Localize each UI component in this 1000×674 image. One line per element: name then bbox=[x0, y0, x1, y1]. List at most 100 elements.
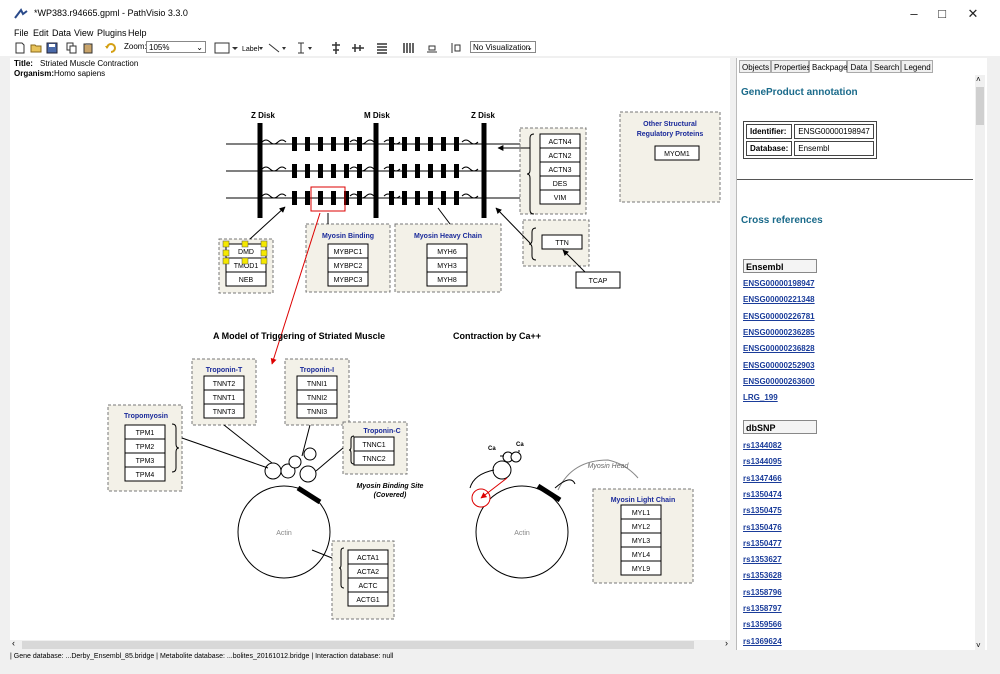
xref-link[interactable]: rs1353627 bbox=[743, 555, 782, 565]
ttn-group[interactable]: TTN bbox=[522, 219, 590, 267]
gene-label-tmod1: TMOD1 bbox=[234, 263, 259, 270]
xref-link[interactable]: ENSG00000252903 bbox=[743, 360, 815, 370]
gene-box-actg1[interactable] bbox=[347, 591, 389, 607]
myosin-bar bbox=[357, 164, 362, 178]
gene-box-tpm4[interactable] bbox=[124, 466, 166, 482]
gene-box-myh8[interactable] bbox=[426, 271, 468, 287]
horizontal-scrollbar[interactable]: ‹ › bbox=[10, 638, 730, 650]
visualization-value: No Visualization bbox=[473, 43, 531, 52]
xref-link[interactable]: ENSG00000236285 bbox=[743, 327, 815, 337]
xref-link[interactable]: ENSG00000263600 bbox=[743, 376, 815, 386]
menu-view[interactable]: View bbox=[74, 28, 94, 38]
vertical-scrollbar[interactable]: ˄ ˅ bbox=[975, 75, 985, 650]
tab-objects[interactable]: Objects bbox=[739, 60, 771, 73]
xref-link[interactable]: rs1344095 bbox=[743, 457, 782, 467]
stack-vertical-icon[interactable] bbox=[376, 42, 388, 54]
xref-link[interactable]: rs1353628 bbox=[743, 571, 782, 581]
save-icon[interactable] bbox=[46, 42, 58, 54]
xref-link[interactable]: rs1350475 bbox=[743, 506, 782, 516]
menu-data[interactable]: Data bbox=[52, 28, 72, 38]
line-tool-icon[interactable] bbox=[268, 42, 288, 54]
gene-box-tcap[interactable] bbox=[575, 271, 621, 289]
gene-box-myl9[interactable] bbox=[620, 560, 662, 576]
gene-box-vim[interactable] bbox=[539, 189, 581, 205]
gene-box-myom1[interactable] bbox=[654, 145, 700, 161]
shape-tool-icon[interactable] bbox=[296, 42, 316, 54]
align-center-icon[interactable] bbox=[330, 42, 342, 54]
xref-link[interactable]: rs1347466 bbox=[743, 473, 782, 483]
gene-label-mybpc3: MYBPC3 bbox=[334, 277, 363, 284]
minimize-button[interactable]: – bbox=[910, 6, 918, 21]
paste-icon[interactable] bbox=[82, 42, 94, 54]
myosin-bar bbox=[331, 137, 336, 151]
myosin-bar bbox=[389, 164, 394, 178]
xref-link[interactable]: LRG_199 bbox=[743, 393, 778, 403]
xref-link[interactable]: rs1350474 bbox=[743, 489, 782, 499]
same-width-icon[interactable] bbox=[426, 42, 438, 54]
pathway-diagram[interactable]: Title: Striated Muscle Contraction Organ… bbox=[10, 58, 730, 640]
xref-link[interactable]: rs1344082 bbox=[743, 441, 782, 450]
close-button[interactable]: ✕ bbox=[967, 6, 979, 21]
menu-edit[interactable]: Edit bbox=[33, 28, 49, 38]
visualization-select[interactable]: No Visualization⌄ bbox=[470, 41, 536, 53]
gene-label-des: DES bbox=[553, 181, 568, 188]
tab-properties[interactable]: Properties bbox=[771, 60, 810, 73]
pathway-canvas[interactable]: Title: Striated Muscle Contraction Organ… bbox=[10, 58, 730, 640]
new-file-icon[interactable] bbox=[14, 42, 26, 54]
xref-link[interactable]: ENSG00000236828 bbox=[743, 344, 815, 354]
gene-box-ttn[interactable] bbox=[541, 234, 583, 250]
gene-label-tnnt1: TNNT1 bbox=[213, 395, 236, 402]
scrollbar-thumb[interactable] bbox=[22, 641, 694, 649]
scroll-right-icon[interactable]: › bbox=[725, 638, 728, 648]
menu-help[interactable]: Help bbox=[128, 28, 147, 38]
tab-legend[interactable]: Legend bbox=[901, 60, 933, 73]
maximize-button[interactable]: □ bbox=[938, 6, 946, 21]
zoom-select[interactable]: 105%⌄ bbox=[146, 41, 206, 53]
xref-link[interactable]: rs1358796 bbox=[743, 587, 782, 597]
xref-link[interactable]: ENSG00000221348 bbox=[743, 295, 815, 305]
other-structural-group[interactable]: Other Structural Regulatory Proteins MYO… bbox=[619, 111, 721, 203]
gene-box-tnnc2[interactable] bbox=[353, 450, 395, 466]
gene-box-tnnt3[interactable] bbox=[203, 403, 245, 419]
menu-plugins[interactable]: Plugins bbox=[97, 28, 127, 38]
xref-link[interactable]: rs1350477 bbox=[743, 538, 782, 548]
gene-label-tnnc1: TNNC1 bbox=[362, 442, 385, 449]
gene-box-mybpc3[interactable] bbox=[327, 271, 369, 287]
tab-data[interactable]: Data bbox=[847, 60, 871, 73]
xref-link[interactable]: rs1369624 bbox=[743, 636, 782, 646]
label-tool-icon[interactable]: Label bbox=[242, 42, 264, 54]
same-height-icon[interactable] bbox=[450, 42, 462, 54]
gene-product-tool-icon[interactable] bbox=[214, 42, 238, 54]
scroll-down-icon[interactable]: ˅ bbox=[976, 641, 981, 650]
menu-file[interactable]: File bbox=[14, 28, 29, 38]
scrollbar-thumb[interactable] bbox=[976, 87, 984, 125]
tab-backpage[interactable]: Backpage bbox=[809, 60, 848, 73]
xref-link[interactable]: rs1359566 bbox=[743, 620, 782, 630]
xref-link[interactable]: ENSG00000226781 bbox=[743, 311, 815, 321]
undo-icon[interactable] bbox=[104, 42, 116, 54]
open-folder-icon[interactable] bbox=[30, 42, 42, 54]
xref-link[interactable]: ENSG00000198947 bbox=[743, 279, 815, 288]
gene-box-neb[interactable] bbox=[225, 271, 267, 287]
arrow-dmd-zdisk bbox=[249, 206, 286, 240]
tab-search[interactable]: Search bbox=[871, 60, 901, 73]
align-middle-icon[interactable] bbox=[352, 42, 364, 54]
gene-box-tnni3[interactable] bbox=[296, 403, 338, 419]
copy-icon[interactable] bbox=[66, 42, 78, 54]
contraction-model-left: Actin Myosin Binding Site (Covered) bbox=[181, 424, 424, 579]
scroll-up-icon[interactable]: ˄ bbox=[976, 75, 981, 84]
scroll-left-icon[interactable]: ‹ bbox=[12, 638, 15, 648]
xref-link[interactable]: rs1350476 bbox=[743, 522, 782, 532]
stack-horizontal-icon[interactable] bbox=[402, 42, 414, 54]
xref-link[interactable]: rs1358797 bbox=[743, 604, 782, 613]
